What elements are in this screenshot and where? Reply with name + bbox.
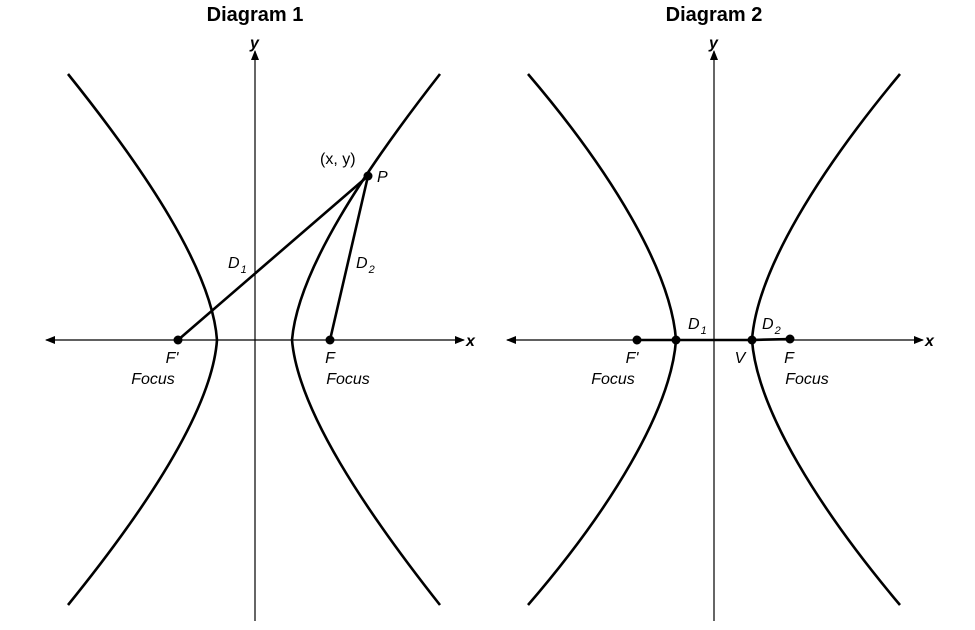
diagram-1-right-branch: [290, 73, 442, 606]
diagram-1-right-focus-text: Focus: [326, 371, 370, 388]
diagram-2-d2-letter: D: [762, 316, 774, 333]
diagram-2-title: Diagram 2: [666, 4, 763, 26]
diagram-2-left-focus-text: Focus: [591, 371, 635, 388]
diagram-1-d2-subscript: 2: [368, 264, 375, 276]
diagram-1-point-label: P: [377, 169, 388, 186]
diagram-1-y-axis-label: y: [249, 35, 260, 52]
diagram-1-d2-letter: D: [356, 255, 368, 272]
diagram-1-point-p: [363, 171, 373, 181]
diagram-1-left-focus-label: F': [166, 350, 180, 367]
diagram-1-d1-subscript: 1: [241, 264, 247, 276]
diagram-2-left-focus-label: F': [626, 350, 640, 367]
diagram-1: Diagram 1 y x (x, y) P D1 D2 F' Focus F …: [45, 4, 476, 621]
diagram-2-right-focus-label: F: [784, 350, 795, 367]
diagram-2-vertex-label: V: [735, 350, 747, 367]
diagram-2-right-focus-text: Focus: [785, 371, 829, 388]
diagram-2-d2-segment: [751, 337, 791, 342]
diagram-1-d2-label: D2: [356, 255, 375, 276]
diagram-1-d1-segment: [177, 175, 369, 341]
diagram-2-left-focus-dot: [632, 335, 642, 345]
diagram-1-left-focus-text: Focus: [131, 371, 175, 388]
diagram-1-right-focus-label: F: [325, 350, 336, 367]
diagram-1-point-coords: (x, y): [320, 151, 356, 168]
diagram-2-y-axis-label: y: [708, 35, 719, 52]
diagram-2-d1-label: D1: [688, 316, 707, 337]
diagram-1-left-focus-dot: [173, 335, 183, 345]
diagram-1-d1-letter: D: [228, 255, 240, 272]
diagram-2-vertex-dot: [747, 335, 757, 345]
diagram-2: Diagram 2 y x D1 D2 V F' Focus F Focus: [506, 4, 935, 621]
diagram-1-d2-segment: [328, 175, 370, 341]
diagram-1-right-focus-dot: [325, 335, 335, 345]
diagram-1-x-axis-label: x: [465, 333, 476, 350]
diagram-2-x-axis-label: x: [924, 333, 935, 350]
diagram-2-left-vertex-dot: [671, 335, 681, 345]
diagram-1-d1-label: D1: [228, 255, 247, 276]
diagram-2-d2-subscript: 2: [774, 325, 781, 337]
diagram-2-d2-label: D2: [762, 316, 781, 337]
diagram-1-left-branch: [66, 73, 219, 606]
diagram-2-right-focus-dot: [785, 334, 795, 344]
diagram-2-d1-letter: D: [688, 316, 700, 333]
diagram-2-d1-subscript: 1: [701, 325, 707, 337]
diagram-1-title: Diagram 1: [207, 4, 304, 26]
